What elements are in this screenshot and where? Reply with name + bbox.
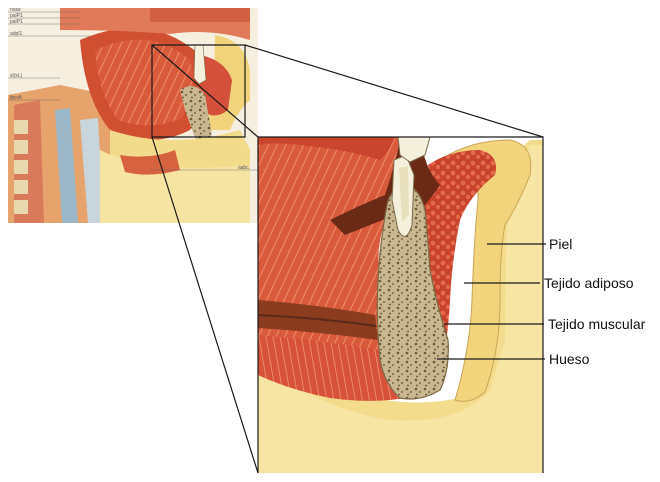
thumb-label-3: palP1	[10, 19, 23, 25]
label-piel: Piel	[549, 236, 572, 252]
label-hueso: Hueso	[549, 351, 589, 367]
thumb-label-5: sl(xL)	[10, 73, 22, 79]
thumb-label-4: adpl1	[10, 31, 22, 37]
connector-top-right	[245, 45, 543, 137]
label-tejido-muscular: Tejido muscular	[548, 316, 645, 332]
thumbnail-section	[8, 8, 258, 223]
enlarged-section	[258, 137, 543, 473]
label-tejido-adiposo: Tejido adiposo	[544, 275, 634, 291]
thumb-label-6: fpcrA	[10, 95, 22, 101]
thumb-label-7: aabc	[238, 165, 249, 171]
